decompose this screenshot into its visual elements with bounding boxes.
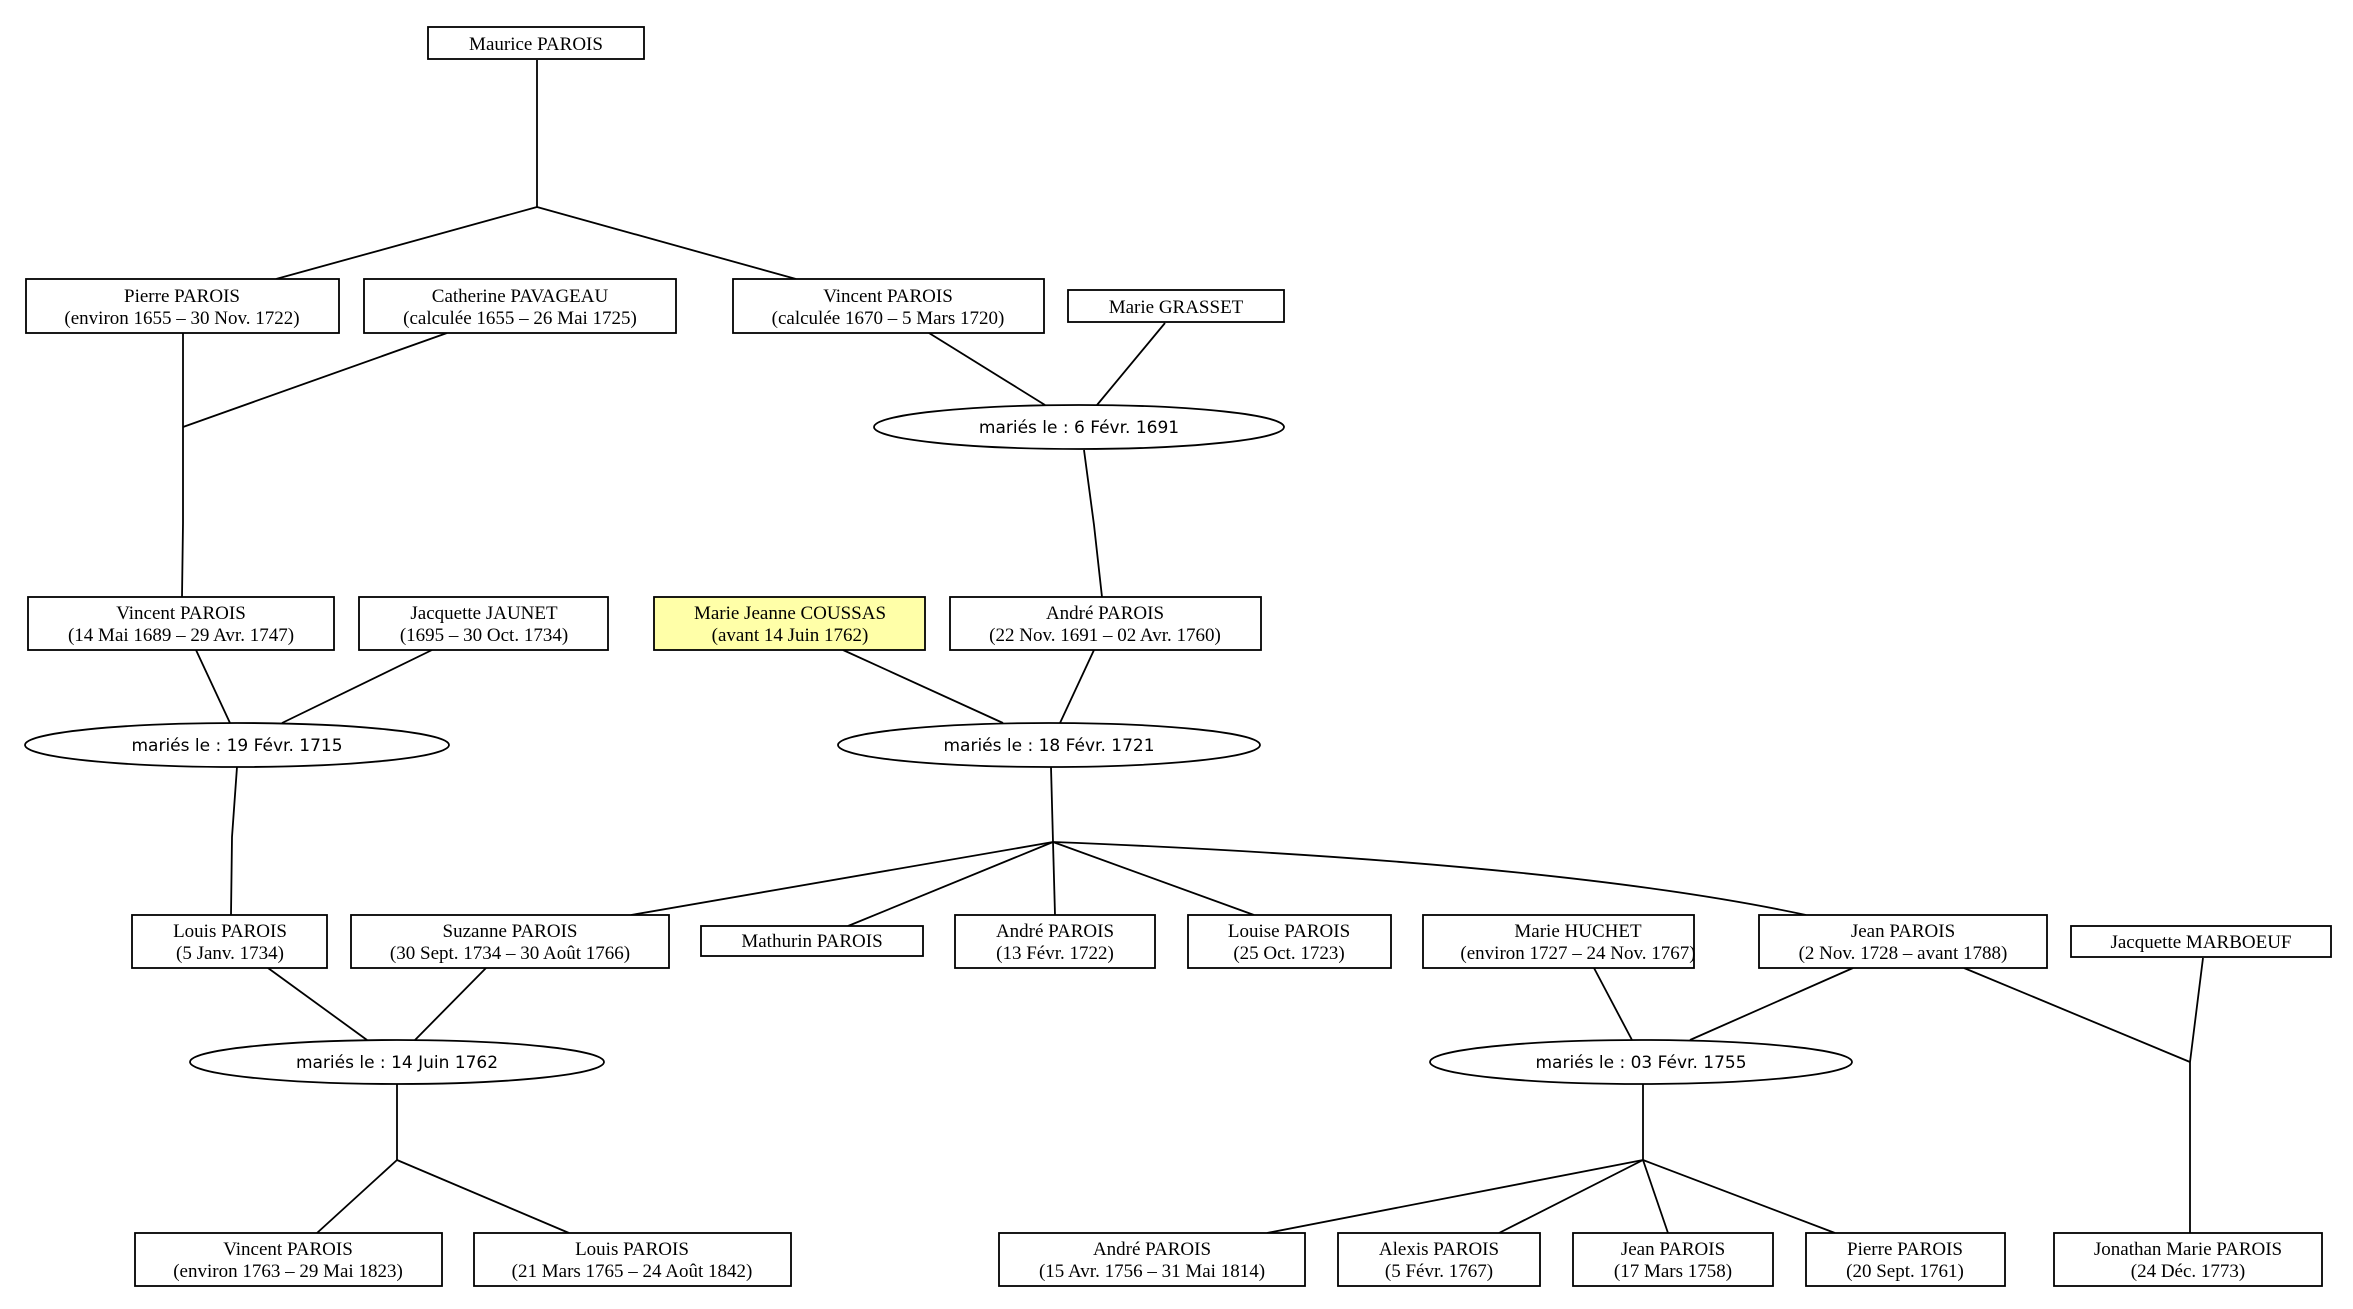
person-box-suzanne[interactable]: Suzanne PAROIS (30 Sept. 1734 – 30 Août … bbox=[350, 914, 670, 969]
person-name: André PAROIS bbox=[996, 921, 1114, 942]
person-dates: (25 Oct. 1723) bbox=[1233, 943, 1344, 964]
person-name: Marie GRASSET bbox=[1109, 297, 1244, 318]
person-box-catherine[interactable]: Catherine PAVAGEAU (calculée 1655 – 26 M… bbox=[363, 278, 677, 334]
person-name: André PAROIS bbox=[1093, 1239, 1211, 1260]
marriage-node-1715[interactable]: mariés le : 19 Févr. 1715 bbox=[24, 722, 450, 768]
person-dates: (24 Déc. 1773) bbox=[2131, 1261, 2246, 1282]
person-box-jean-1758[interactable]: Jean PAROIS (17 Mars 1758) bbox=[1572, 1232, 1774, 1287]
person-box-mathurin[interactable]: Mathurin PAROIS bbox=[700, 925, 924, 957]
person-box-marie-huchet[interactable]: Marie HUCHET (environ 1727 – 24 Nov. 176… bbox=[1422, 914, 1696, 969]
marriage-node-1755[interactable]: mariés le : 03 Févr. 1755 bbox=[1429, 1039, 1853, 1085]
person-box-maurice[interactable]: Maurice PAROIS bbox=[427, 26, 645, 60]
person-name: Louis PAROIS bbox=[173, 921, 287, 942]
person-name: Mathurin PAROIS bbox=[741, 931, 882, 952]
person-box-jacquette-marboeuf[interactable]: Jacquette MARBOEUF bbox=[2070, 925, 2332, 958]
person-box-louis-1734[interactable]: Louis PAROIS (5 Janv. 1734) bbox=[131, 914, 328, 969]
person-box-pierre[interactable]: Pierre PAROIS (environ 1655 – 30 Nov. 17… bbox=[25, 278, 340, 334]
person-name: Jonathan Marie PAROIS bbox=[2094, 1239, 2282, 1260]
marriage-label: mariés le : 03 Févr. 1755 bbox=[1535, 1053, 1746, 1073]
person-box-pierre-1761[interactable]: Pierre PAROIS (20 Sept. 1761) bbox=[1805, 1232, 2006, 1287]
person-box-vincent-1763[interactable]: Vincent PAROIS (environ 1763 – 29 Mai 18… bbox=[134, 1232, 443, 1287]
marriage-node-1762[interactable]: mariés le : 14 Juin 1762 bbox=[189, 1039, 605, 1085]
person-dates: (17 Mars 1758) bbox=[1614, 1261, 1732, 1282]
person-dates: (15 Avr. 1756 – 31 Mai 1814) bbox=[1039, 1261, 1265, 1282]
marriage-label: mariés le : 6 Févr. 1691 bbox=[979, 418, 1179, 438]
person-box-louise[interactable]: Louise PAROIS (25 Oct. 1723) bbox=[1187, 914, 1392, 969]
person-dates: (20 Sept. 1761) bbox=[1846, 1261, 1964, 1282]
person-dates: (2 Nov. 1728 – avant 1788) bbox=[1799, 943, 2008, 964]
person-name: Pierre PAROIS bbox=[124, 286, 240, 307]
person-box-marie-grasset[interactable]: Marie GRASSET bbox=[1067, 289, 1285, 323]
person-dates: (calculée 1655 – 26 Mai 1725) bbox=[403, 308, 637, 329]
person-name: Jacquette MARBOEUF bbox=[2110, 932, 2291, 953]
person-box-louis-1765[interactable]: Louis PAROIS (21 Mars 1765 – 24 Août 184… bbox=[473, 1232, 792, 1287]
person-box-jonathan[interactable]: Jonathan Marie PAROIS (24 Déc. 1773) bbox=[2053, 1232, 2323, 1287]
person-box-andre-1722[interactable]: André PAROIS (13 Févr. 1722) bbox=[954, 914, 1156, 969]
person-name: Vincent PAROIS bbox=[823, 286, 953, 307]
person-name: Jean PAROIS bbox=[1621, 1239, 1725, 1260]
person-name: Vincent PAROIS bbox=[223, 1239, 353, 1260]
person-dates: (environ 1727 – 24 Nov. 1767) bbox=[1460, 943, 1695, 964]
person-name: Maurice PAROIS bbox=[469, 34, 603, 55]
marriage-label: mariés le : 19 Févr. 1715 bbox=[131, 736, 342, 756]
connector-lines bbox=[181, 60, 2204, 1234]
person-dates: (14 Mai 1689 – 29 Avr. 1747) bbox=[68, 625, 294, 646]
person-name: Jacquette JAUNET bbox=[410, 603, 558, 624]
person-box-marie-jeanne-coussas[interactable]: Marie Jeanne COUSSAS (avant 14 Juin 1762… bbox=[653, 596, 926, 651]
marriage-label: mariés le : 14 Juin 1762 bbox=[296, 1053, 498, 1073]
person-name: Louise PAROIS bbox=[1228, 921, 1350, 942]
person-dates: (avant 14 Juin 1762) bbox=[712, 625, 869, 646]
person-box-alexis[interactable]: Alexis PAROIS (5 Févr. 1767) bbox=[1337, 1232, 1541, 1287]
person-dates: (22 Nov. 1691 – 02 Avr. 1760) bbox=[989, 625, 1221, 646]
person-name: Marie HUCHET bbox=[1514, 921, 1642, 942]
person-box-jacquette-jaunet[interactable]: Jacquette JAUNET (1695 – 30 Oct. 1734) bbox=[358, 596, 609, 651]
person-name: Louis PAROIS bbox=[575, 1239, 689, 1260]
person-dates: (21 Mars 1765 – 24 Août 1842) bbox=[512, 1261, 753, 1282]
person-dates: (5 Févr. 1767) bbox=[1385, 1261, 1493, 1282]
person-dates: (calculée 1670 – 5 Mars 1720) bbox=[772, 308, 1005, 329]
person-dates: (30 Sept. 1734 – 30 Août 1766) bbox=[390, 943, 630, 964]
person-box-andre-1691[interactable]: André PAROIS (22 Nov. 1691 – 02 Avr. 176… bbox=[949, 596, 1262, 651]
person-dates: (environ 1655 – 30 Nov. 1722) bbox=[64, 308, 299, 329]
person-name: Alexis PAROIS bbox=[1379, 1239, 1499, 1260]
person-name: Jean PAROIS bbox=[1851, 921, 1955, 942]
person-box-vincent-1689[interactable]: Vincent PAROIS (14 Mai 1689 – 29 Avr. 17… bbox=[27, 596, 335, 651]
marriage-node-1721[interactable]: mariés le : 18 Févr. 1721 bbox=[837, 722, 1261, 768]
person-box-jean-1728[interactable]: Jean PAROIS (2 Nov. 1728 – avant 1788) bbox=[1758, 914, 2048, 969]
person-dates: (environ 1763 – 29 Mai 1823) bbox=[173, 1261, 403, 1282]
person-dates: (13 Févr. 1722) bbox=[996, 943, 1114, 964]
person-name: Marie Jeanne COUSSAS bbox=[694, 603, 886, 624]
person-name: Catherine PAVAGEAU bbox=[432, 286, 609, 307]
marriage-node-1691[interactable]: mariés le : 6 Févr. 1691 bbox=[873, 404, 1285, 450]
person-dates: (5 Janv. 1734) bbox=[176, 943, 284, 964]
person-name: Pierre PAROIS bbox=[1847, 1239, 1963, 1260]
person-box-vincent-1670[interactable]: Vincent PAROIS (calculée 1670 – 5 Mars 1… bbox=[732, 278, 1045, 334]
person-name: Vincent PAROIS bbox=[116, 603, 246, 624]
person-name: André PAROIS bbox=[1046, 603, 1164, 624]
person-box-andre-1756[interactable]: André PAROIS (15 Avr. 1756 – 31 Mai 1814… bbox=[998, 1232, 1306, 1287]
person-name: Suzanne PAROIS bbox=[443, 921, 578, 942]
marriage-label: mariés le : 18 Févr. 1721 bbox=[943, 736, 1154, 756]
person-dates: (1695 – 30 Oct. 1734) bbox=[400, 625, 568, 646]
